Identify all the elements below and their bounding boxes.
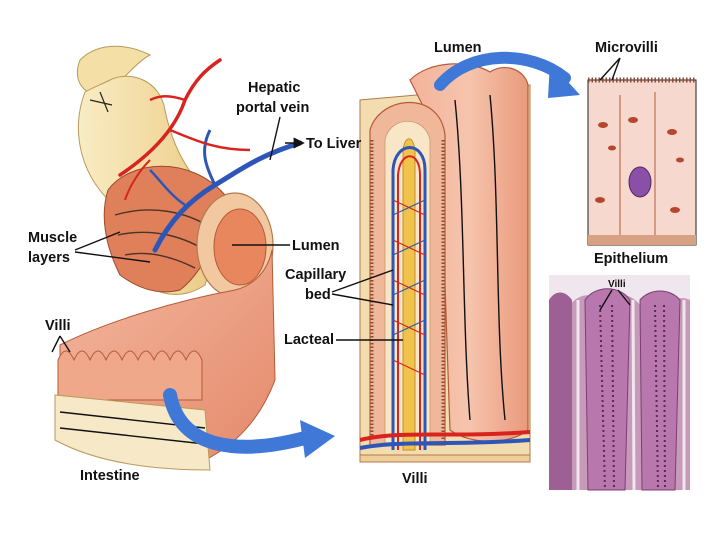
capillary-red: [397, 155, 421, 450]
villus-folds: [409, 63, 529, 442]
label-muscle-layers-1: Muscle: [28, 230, 77, 246]
label-lumen-intestine: Lumen: [292, 238, 340, 254]
intestine-outer-wall: [76, 45, 152, 97]
label-microvilli: Microvilli: [595, 40, 658, 56]
lacteal-vessel: [402, 138, 416, 451]
villi-row-left: [57, 350, 203, 401]
leader-hepatic-portal-vein: [269, 116, 281, 161]
leader-villi-left: [51, 335, 71, 353]
leader-capillary-bed: [331, 269, 394, 306]
villi-micrograph: [549, 275, 690, 491]
artery-vessel: [118, 58, 222, 177]
label-hepatic-portal-vein-2: portal vein: [236, 100, 309, 116]
cell-nucleus: [628, 166, 652, 198]
label-villi-bottom: Villi: [402, 471, 428, 487]
label-capillary-bed-2: bed: [305, 287, 331, 303]
leader-villi-micrograph: [599, 289, 631, 311]
label-to-liver: To Liver: [306, 136, 362, 152]
lumen-inner: [213, 208, 267, 286]
flow-arrow-bottom: [163, 388, 312, 454]
label-muscle-layers-2: layers: [28, 250, 70, 266]
capillary-blue: [391, 146, 427, 450]
label-lacteal: Lacteal: [284, 332, 334, 348]
leader-microvilli: [599, 57, 621, 81]
label-intestine: Intestine: [80, 468, 140, 484]
label-villi-micrograph: Villi: [608, 279, 626, 290]
label-epithelium: Epithelium: [594, 251, 668, 267]
leader-muscle-layers: [74, 231, 151, 263]
villus-cross-section: [359, 51, 580, 463]
epithelium-panel: [587, 77, 697, 246]
label-hepatic-portal-vein-1: Hepatic: [248, 80, 300, 96]
label-capillary-bed-1: Capillary: [285, 267, 346, 283]
label-villi-left: Villi: [45, 318, 71, 334]
label-lumen-villus: Lumen: [434, 40, 482, 56]
